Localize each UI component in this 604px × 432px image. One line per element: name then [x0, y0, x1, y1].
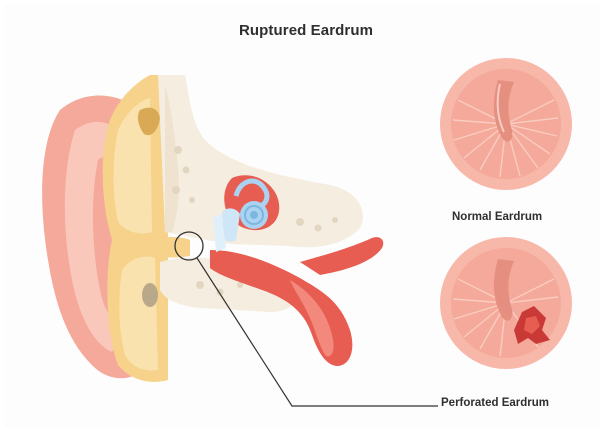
- ossicles: [213, 215, 226, 252]
- ear-canal: [150, 237, 190, 258]
- perforated-leader-line: [196, 257, 438, 407]
- perforated-eardrum-label: Perforated Eardrum: [441, 397, 550, 409]
- diagram-title: Ruptured Eardrum: [238, 22, 374, 39]
- normal-eardrum: [440, 58, 572, 190]
- perforated-eardrum: [440, 237, 572, 369]
- eardrum-location-marker: [174, 231, 204, 261]
- temporal-bone: [102, 75, 168, 382]
- normal-eardrum-label: Normal Eardrum: [452, 211, 543, 223]
- cochlea: [220, 178, 270, 242]
